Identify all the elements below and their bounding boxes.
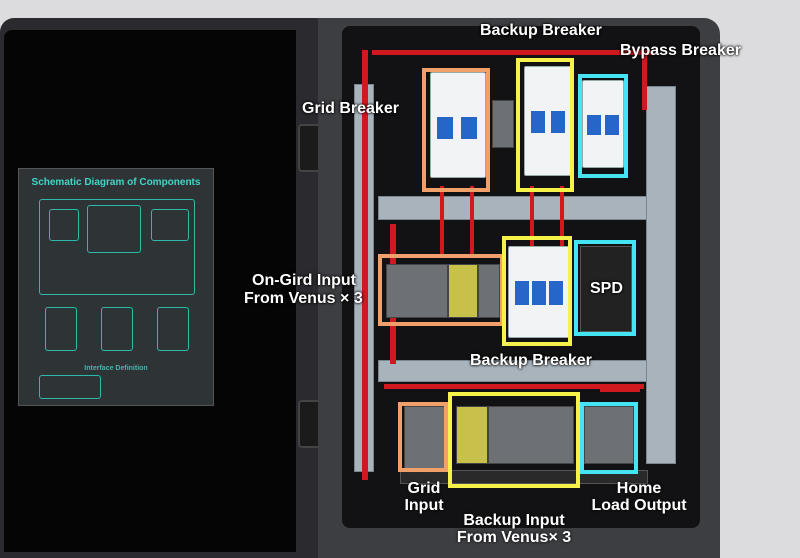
wire bbox=[372, 50, 652, 55]
backup-breaker-top-label: Backup Breaker bbox=[480, 22, 602, 39]
on-grid-input-label-1: On-Gird Input bbox=[252, 272, 356, 289]
spd-label: SPD bbox=[590, 280, 623, 297]
on-grid-input-label-2: From Venus × 3 bbox=[244, 290, 363, 307]
poster-block bbox=[45, 307, 77, 351]
grid-breaker-label: Grid Breaker bbox=[302, 100, 399, 117]
home-load-label-2: Load Output bbox=[591, 497, 687, 514]
on-grid-terminals-end bbox=[478, 264, 500, 318]
grid-input-label-1: Grid bbox=[407, 480, 441, 497]
backup-input-label-1: Backup Input bbox=[463, 512, 565, 529]
grid-breaker-device bbox=[430, 72, 486, 178]
wire bbox=[530, 186, 534, 246]
on-grid-terminals bbox=[386, 264, 448, 318]
ground-terminals bbox=[448, 264, 478, 318]
poster-block bbox=[151, 209, 189, 241]
wire bbox=[470, 186, 474, 256]
poster-title: Schematic Diagram of Components bbox=[31, 177, 201, 188]
backup-input-terminals bbox=[488, 406, 574, 464]
schematic-poster: Schematic Diagram of Components Interfac… bbox=[18, 168, 214, 406]
poster-legend bbox=[39, 375, 101, 399]
home-load-label: Home Load Output bbox=[576, 480, 702, 514]
backup-input-ground bbox=[456, 406, 488, 464]
backup-input-label: Backup Input From Venus× 3 bbox=[444, 512, 584, 546]
poster-diagram-top bbox=[39, 199, 195, 295]
home-load-label-1: Home bbox=[616, 480, 662, 497]
wire bbox=[362, 50, 368, 480]
wire-duct-right bbox=[646, 86, 676, 464]
grid-input-label: Grid Input bbox=[386, 480, 462, 514]
wire bbox=[440, 186, 444, 256]
backup-input-highlight bbox=[448, 392, 580, 488]
backup-input-label-2: From Venus× 3 bbox=[456, 529, 572, 546]
poster-block bbox=[87, 205, 141, 253]
poster-block bbox=[157, 307, 189, 351]
wire bbox=[600, 388, 640, 392]
backup-breaker-top-highlight bbox=[516, 58, 574, 192]
home-load-terminals bbox=[584, 406, 634, 464]
wire-duct-top bbox=[378, 196, 648, 220]
terminal-block bbox=[492, 100, 514, 148]
grid-input-label-2: Input bbox=[404, 497, 444, 514]
backup-breaker-mid-highlight bbox=[502, 236, 572, 346]
spd-device bbox=[580, 246, 632, 332]
bypass-breaker-label: Bypass Breaker bbox=[620, 42, 741, 59]
bypass-breaker-device bbox=[582, 80, 624, 168]
wire bbox=[560, 186, 564, 246]
grid-breaker-highlight bbox=[422, 68, 490, 192]
poster-block bbox=[101, 307, 133, 351]
on-grid-input-highlight bbox=[378, 254, 504, 326]
backup-breaker-mid-label: Backup Breaker bbox=[470, 352, 592, 369]
grid-input-terminals bbox=[404, 406, 446, 470]
wire bbox=[384, 384, 644, 389]
home-load-highlight bbox=[580, 402, 638, 474]
wire bbox=[642, 50, 647, 110]
poster-footer: Interface Definition bbox=[84, 365, 148, 372]
backup-breaker-top-device bbox=[524, 66, 572, 176]
backup-breaker-mid-device bbox=[508, 246, 570, 338]
poster-block bbox=[49, 209, 79, 241]
grid-input-highlight bbox=[398, 402, 448, 472]
bypass-breaker-highlight bbox=[578, 74, 628, 178]
spd-highlight bbox=[574, 240, 636, 336]
